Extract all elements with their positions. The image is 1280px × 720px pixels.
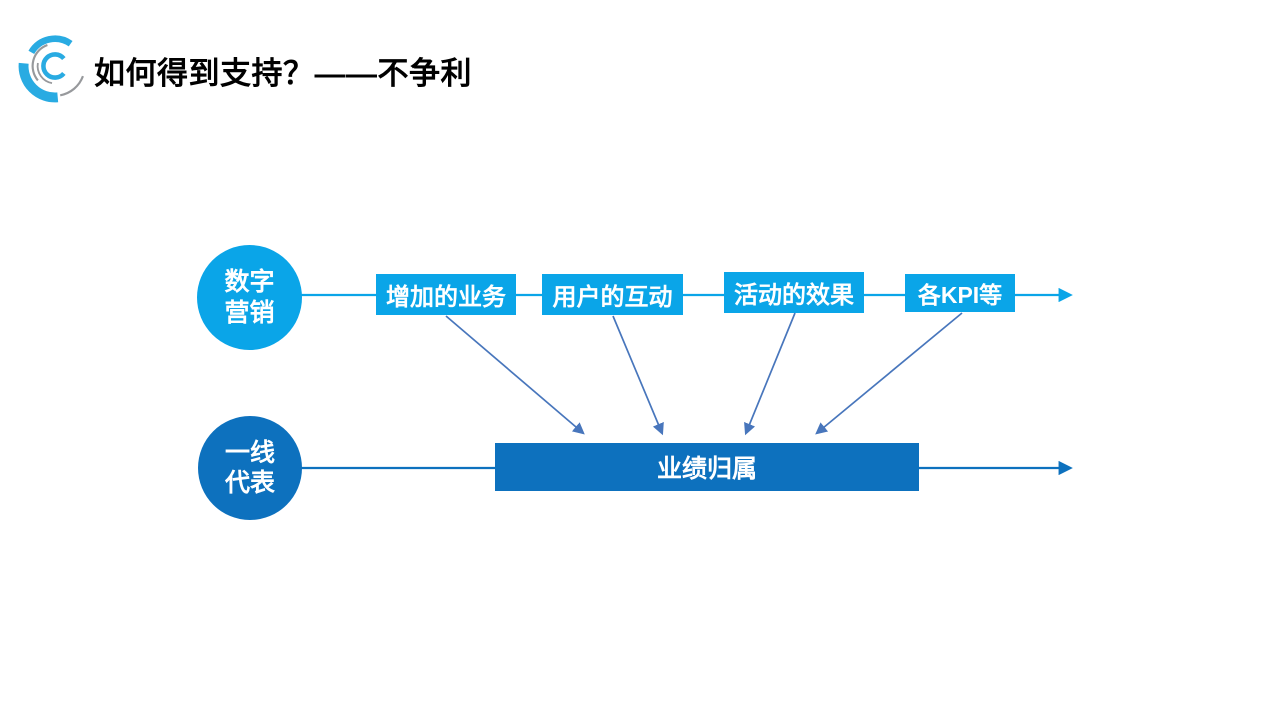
company-logo-icon [18,35,84,103]
diagonal-arrow-2 [612,315,664,436]
circle-frontline-rep-line2: 代表 [224,469,275,497]
circle-frontline-rep: 一线 代表 [198,416,302,520]
circle-frontline-rep-line1: 一线 [224,438,275,467]
circle-digital-marketing-line2: 营销 [224,298,275,327]
circle-digital-marketing: 数字 营销 [197,245,302,350]
performance-attribution-box: 业绩归属 [495,443,919,491]
metric-box-user-interaction: 用户的互动 [542,274,683,315]
diagonal-arrow-1 [445,315,585,435]
diagonal-arrow-3 [744,312,796,436]
metric-box-kpis: 各KPI等 [905,274,1015,312]
metric-box-campaign-effect: 活动的效果 [724,272,864,313]
circle-digital-marketing-line1: 数字 [224,268,275,296]
slide-title: 如何得到支持？——不争利 [94,56,472,91]
diagonal-arrow-4 [815,312,963,435]
metric-box-added-business: 增加的业务 [376,274,516,315]
